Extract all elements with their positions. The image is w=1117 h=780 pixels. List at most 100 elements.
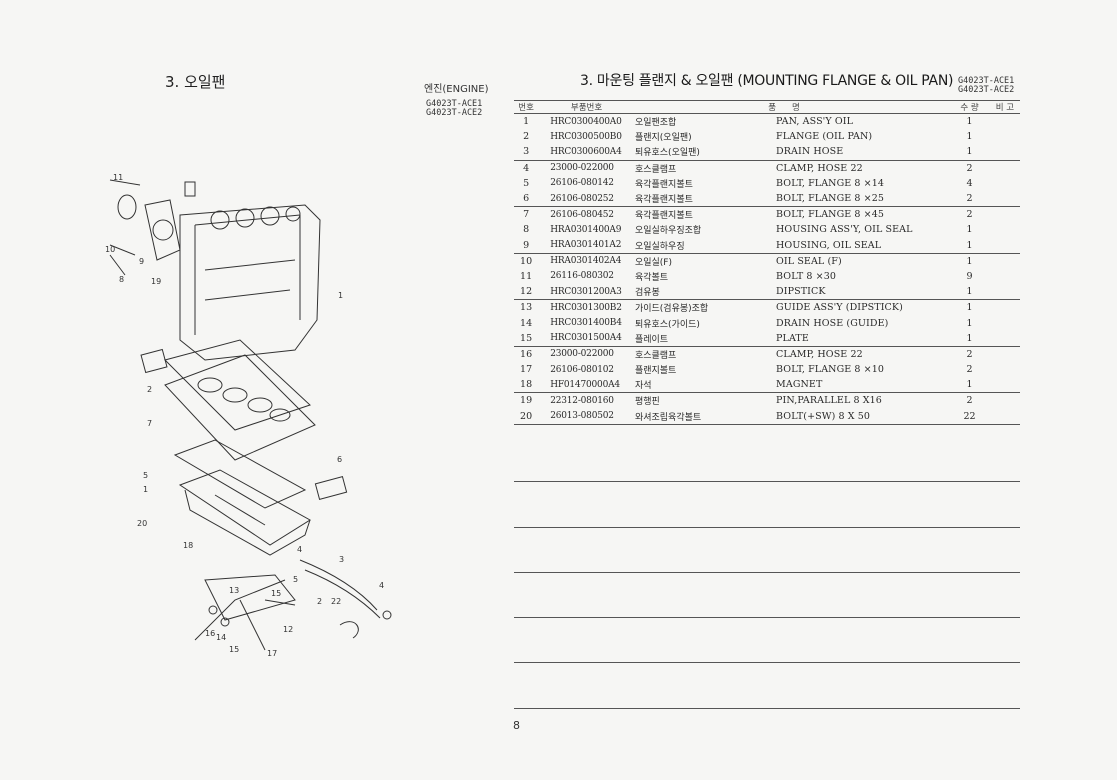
part-name-english: BOLT, FLANGE 8 ×14: [776, 177, 885, 189]
blank-row-line: [514, 617, 1020, 618]
part-remark: [989, 144, 1020, 161]
page-title: 3. 마운팅 플랜지 & 오일팬 (MOUNTING FLANGE & OIL …: [580, 73, 954, 89]
part-name-korean: 호스클램프: [634, 350, 677, 361]
part-quantity: 2: [949, 190, 990, 208]
part-number-index: 15: [514, 330, 539, 347]
part-remark: [990, 393, 1020, 409]
part-name-english: DRAIN HOSE: [776, 144, 950, 161]
engine-block-drawing: [179, 204, 321, 361]
part-remark: [990, 160, 1020, 176]
part-code: HRC0301500A4: [538, 330, 635, 347]
part-quantity: 1: [949, 144, 990, 161]
part-quantity: 2: [966, 209, 973, 221]
part-quantity: 1: [966, 302, 973, 314]
part-code: 26106-080142: [550, 178, 614, 189]
part-quantity: 1: [966, 116, 973, 128]
part-name-korean: 육각플랜지볼트: [634, 190, 777, 208]
right-model-list: G4023T-ACE1 G4023T-ACE2: [958, 77, 1014, 95]
part-number-index: 9: [514, 237, 539, 254]
part-number-index: 5: [523, 177, 530, 189]
part-code: HRC0301400B4: [550, 318, 622, 329]
part-number-index: 19: [520, 395, 533, 407]
part-number-index: 18: [514, 377, 539, 394]
part-number-index: 11: [520, 270, 533, 282]
callout-label: 2: [317, 597, 322, 606]
callout-label: 5: [143, 471, 148, 480]
part-name-korean: 플랜지볼트: [634, 366, 677, 377]
part-name-korean: 오일실하우징: [634, 237, 777, 254]
header-remark: 비 고: [989, 100, 1020, 114]
part-name-english: FLANGE (OIL PAN): [776, 131, 873, 143]
header-name-2: 명: [776, 100, 950, 114]
part-name-korean: 자석: [634, 377, 777, 394]
callout-label: 2: [147, 385, 152, 394]
table-header-row: 번호 부품번호 품 명 수 량 비 고: [514, 100, 1020, 114]
part-name-english: BOLT, FLANGE 8 ×10: [776, 364, 885, 376]
part-number-index: 13: [520, 302, 533, 314]
part-remark: [990, 269, 1020, 284]
callout-label: 4: [297, 545, 302, 554]
part-name-english: BOLT(+SW) 8 X 50: [776, 408, 950, 425]
part-remark: [990, 253, 1020, 269]
part-name-korean: 플레이트: [634, 330, 777, 347]
callout-label: 3: [339, 555, 344, 564]
part-quantity: 1: [949, 377, 990, 394]
part-number-index: 4: [523, 162, 530, 174]
part-name-korean: 퇴유호스(가이드): [634, 319, 700, 330]
part-remark: [990, 315, 1020, 330]
blank-row-line: [514, 481, 1020, 482]
part-name-korean: 오일실(F): [634, 257, 672, 268]
callout-label: 1: [143, 485, 148, 494]
section-label: 엔진(ENGINE): [424, 84, 489, 95]
part-quantity: 9: [966, 270, 973, 282]
part-remark: [990, 362, 1020, 377]
part-quantity: 2: [966, 364, 973, 376]
part-remark: [989, 408, 1020, 425]
part-name-english: DIPSTICK: [776, 284, 950, 301]
part-remark: [989, 377, 1020, 394]
callout-label: 16: [205, 629, 215, 638]
callout-label: 9: [139, 257, 144, 266]
model-code: G4023T-ACE2: [426, 108, 483, 118]
part-remark: [990, 207, 1020, 223]
part-code: HRA0301400A9: [550, 224, 622, 235]
part-name-korean: 가이드(검유봉)조합: [634, 304, 709, 315]
header-name-1: 품: [634, 100, 777, 114]
part-number-index: 7: [523, 209, 530, 221]
part-quantity: 2: [966, 348, 973, 360]
part-name-korean: 검유봉: [634, 284, 777, 301]
page-number: 8: [513, 719, 520, 732]
part-code: HF01470000A4: [538, 377, 635, 394]
left-page-title: 3. 오일팬: [165, 73, 226, 91]
part-name-korean: 평행핀: [634, 397, 660, 408]
part-name-korean: 플랜지(오일팬): [634, 133, 692, 144]
part-name-korean: 퇴유호스(오일팬): [634, 144, 777, 161]
exploded-parts-diagram: 11 10 9 8 19 1 2 7 6 5 1 20 18 4 5 3 13 …: [105, 173, 392, 658]
part-name-english: PAN, ASS'Y OIL: [776, 116, 854, 128]
part-number-index: 20: [514, 408, 539, 425]
part-code: 23000-022000: [550, 163, 614, 174]
part-name-english: MAGNET: [776, 377, 950, 394]
part-remark: [990, 176, 1020, 191]
part-remark: [990, 346, 1020, 362]
part-quantity: 22: [949, 408, 990, 425]
part-quantity: 1: [949, 330, 990, 347]
model-code: G4023T-ACE1: [426, 99, 483, 109]
part-code: HRA0301401A2: [538, 237, 635, 254]
part-number-index: 16: [520, 348, 533, 360]
part-number-index: 17: [520, 364, 533, 376]
part-number-index: 10: [520, 255, 533, 267]
part-name-english: BOLT, FLANGE 8 ×45: [776, 209, 885, 221]
part-name-english: CLAMP, HOSE 22: [776, 348, 863, 360]
callout-label: 11: [113, 173, 123, 182]
